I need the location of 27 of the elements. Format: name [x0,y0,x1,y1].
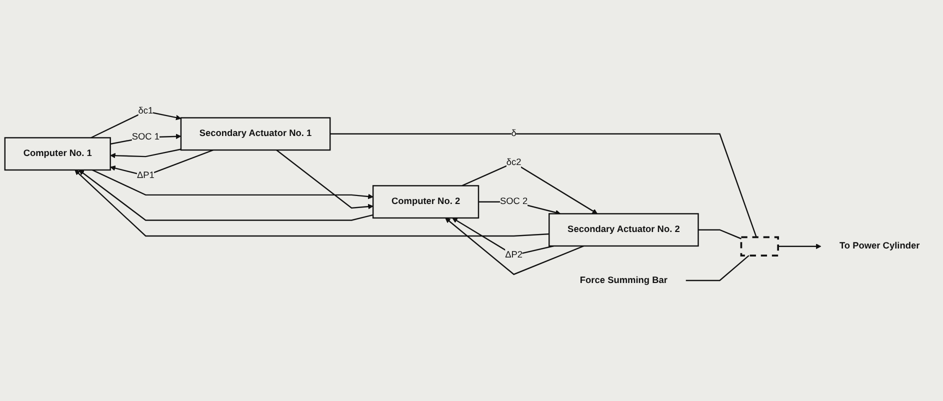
node-text: To Power Cylinder [839,240,920,252]
arrow [276,150,374,210]
arrow [452,218,554,256]
arrow [74,170,550,237]
connector [330,133,757,238]
edge-label: ΔP1 [136,170,154,181]
arrow [110,149,214,176]
arrow [92,169,374,200]
edge-label: SOC 2 [500,196,528,207]
node-text: Force Summing Bar [580,274,668,286]
edge-label: δc1 [138,106,154,116]
edge-label: SOC 1 [132,132,160,142]
edge-label: δ [511,128,516,139]
edge-label: ΔP2 [505,250,523,260]
connector [686,255,750,282]
node-box: Computer No. 2 [372,185,480,219]
arrow [778,244,822,250]
arrow [445,218,584,276]
arrow [110,148,182,158]
arrow [90,110,182,138]
node-box: Computer No. 1 [4,137,111,171]
node-bar [740,236,779,256]
edge-label: δc2 [506,157,522,168]
node-box: Secondary Actuator No. 1 [180,117,331,151]
connector [698,229,742,240]
arrow [78,170,374,221]
node-box: Secondary Actuator No. 2 [548,213,699,247]
